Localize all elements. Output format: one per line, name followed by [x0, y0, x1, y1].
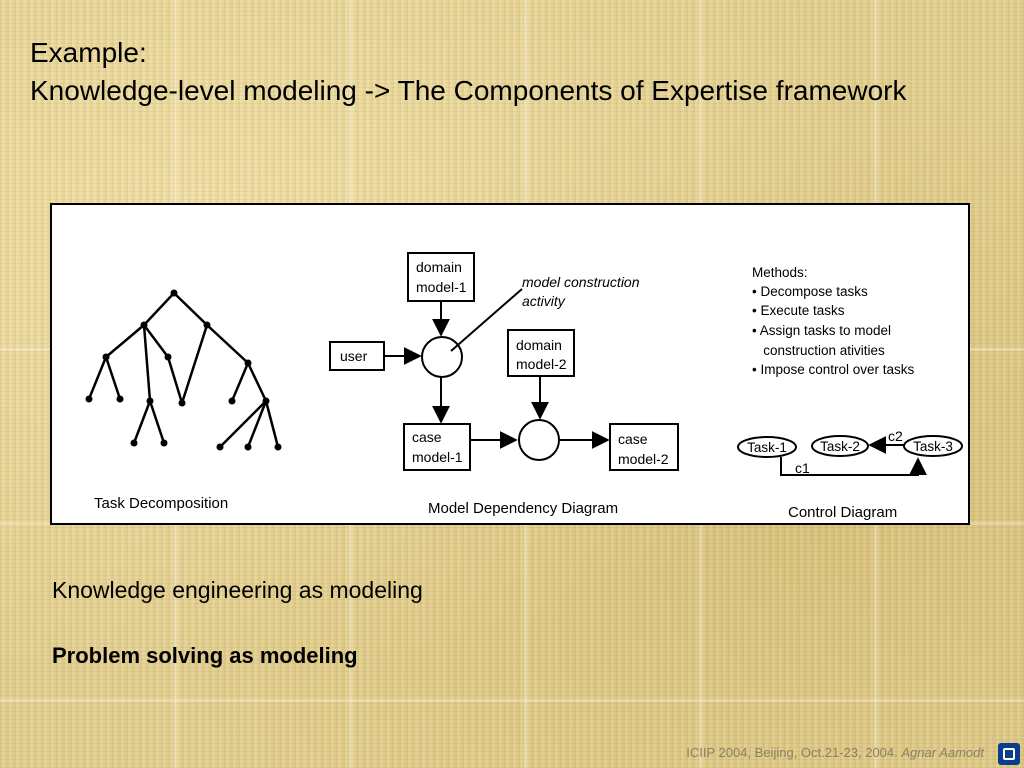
domain-model-2-line2: model-2: [516, 356, 567, 372]
control-diagram-caption: Control Diagram: [788, 504, 897, 521]
activity-label-line1: model construction: [522, 274, 640, 290]
method-item-4: • Impose control over tasks: [752, 362, 915, 377]
method-item-2: • Execute tasks: [752, 303, 845, 318]
footer-author: Agnar Aamodt: [901, 745, 984, 760]
activity-label-line2: activity: [522, 293, 566, 309]
bullet-problem-solving: Problem solving as modeling: [52, 643, 358, 668]
task2-label: Task-2: [820, 439, 860, 454]
activity-circle-1: [421, 336, 463, 378]
task-decomposition-caption: Task Decomposition: [94, 495, 228, 512]
activity-label-pointer: [450, 288, 523, 352]
methods-list: Methods: • Decompose tasks • Execute tas…: [752, 265, 915, 377]
task1-label: Task-1: [747, 440, 787, 455]
c1-label: c1: [795, 460, 810, 476]
control-diagram: Task-1 Task-2 Task-3 c2 c1 Control Diagr…: [737, 428, 963, 521]
method-item-3-cont: construction ativities: [752, 343, 885, 358]
diagram-panel: Task Decomposition user domain model-1 d…: [50, 203, 970, 525]
case-model-2-line1: case: [618, 431, 648, 447]
case-model-1-line1: case: [412, 429, 442, 445]
user-box: [329, 341, 385, 371]
method-item-1: • Decompose tasks: [752, 284, 868, 299]
title-line-1: Example:: [30, 37, 147, 68]
diagram-svg: Task Decomposition user domain model-1 d…: [85, 252, 963, 521]
methods-heading: Methods:: [752, 265, 808, 280]
user-label: user: [340, 348, 368, 364]
domain-model-1-line2: model-1: [416, 279, 467, 295]
domain-model-2-line1: domain: [516, 337, 562, 353]
title-line-2: Knowledge-level modeling -> The Componen…: [30, 75, 907, 106]
domain-model-2-box: [507, 329, 575, 377]
case-model-1-line2: model-1: [412, 449, 463, 465]
case-model-1-box: [403, 423, 471, 471]
method-item-3: • Assign tasks to model: [752, 323, 891, 338]
task2-node: [811, 435, 869, 457]
footer: ICIIP 2004, Beijing, Oct.21-23, 2004. Ag…: [686, 745, 984, 760]
footer-text: ICIIP 2004, Beijing, Oct.21-23, 2004.: [686, 745, 902, 760]
domain-model-1-box: [407, 252, 475, 302]
model-dependency-diagram: user domain model-1 domain model-2 case …: [329, 252, 679, 517]
bullet-knowledge-engineering: Knowledge engineering as modeling: [52, 577, 423, 603]
case-model-2-line2: model-2: [618, 451, 669, 467]
task-decomposition-nodes: [85, 289, 282, 451]
logo-icon: [998, 743, 1020, 765]
task3-label: Task-3: [913, 439, 953, 454]
task1-node: [737, 436, 797, 458]
task-decomposition-tree: [87, 292, 280, 448]
activity-circle-2: [518, 419, 560, 461]
case-model-2-box: [609, 423, 679, 471]
c2-label: c2: [888, 428, 903, 444]
domain-model-1-line1: domain: [416, 259, 462, 275]
control-arrow-c1: [780, 457, 927, 476]
slide-title: Example: Knowledge-level modeling -> The…: [30, 34, 906, 110]
model-dependency-caption: Model Dependency Diagram: [428, 500, 618, 517]
